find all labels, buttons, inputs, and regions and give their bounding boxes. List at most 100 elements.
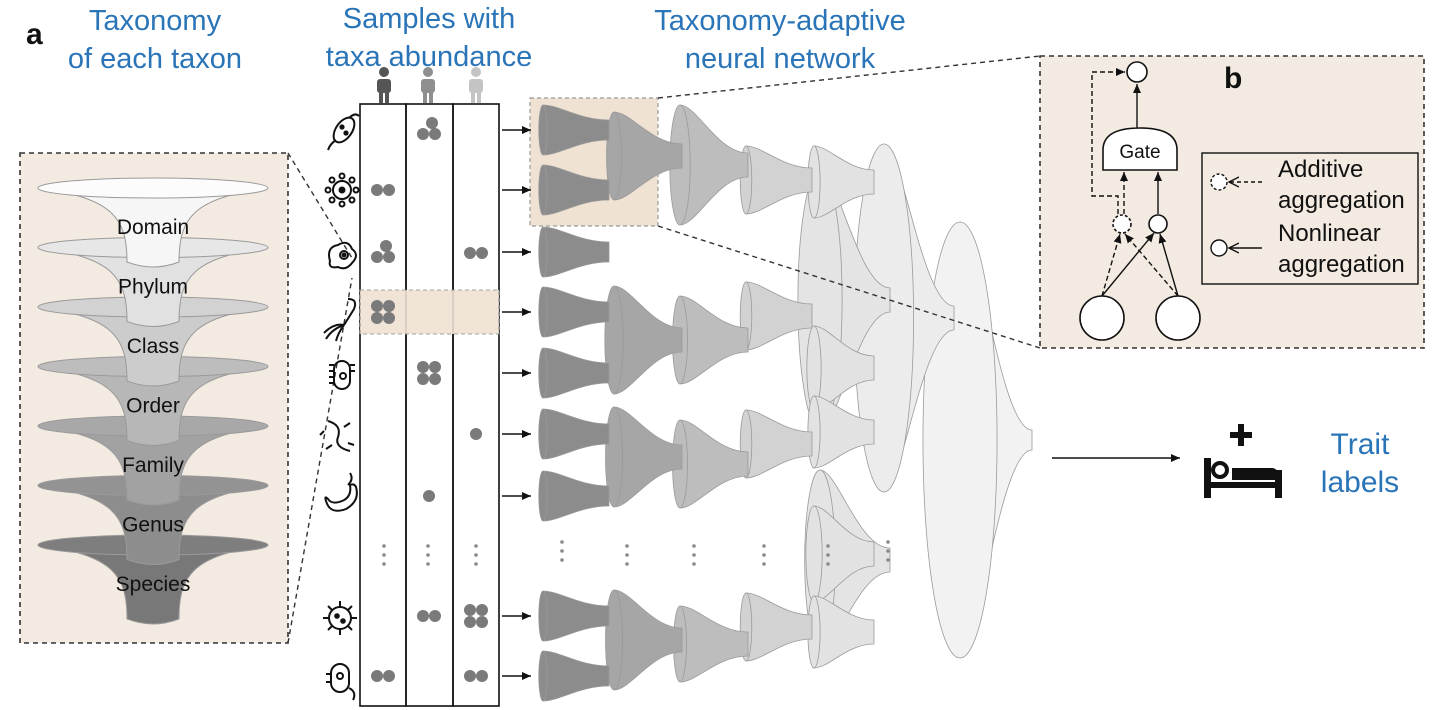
abundance-dot: [464, 616, 476, 628]
abundance-dot: [426, 117, 438, 129]
network-node-species-rim: [538, 408, 548, 460]
abundance-dot: [371, 670, 383, 682]
network-node-level-1: [613, 285, 683, 395]
network-node-level-1-rim: [606, 111, 622, 201]
rod-bacterium-icon: [326, 663, 356, 701]
network-header-line1: Taxonomy-adaptive: [654, 5, 906, 37]
highlighted-taxon-row: [359, 289, 500, 335]
abundance-dot: [383, 670, 395, 682]
abundance-dot: [429, 128, 441, 140]
gate-diagram: [1079, 61, 1201, 341]
spiky-microbe-icon: [323, 601, 357, 635]
abundance-dot: [383, 312, 395, 324]
additive-node: [1112, 214, 1132, 234]
network-node-level-3: [745, 592, 813, 662]
taxonomy-level-genus: Genus: [122, 514, 184, 537]
taxonomy-header: Taxonomy of each taxon: [40, 2, 270, 78]
taxonomy-adaptive-network: [502, 104, 1033, 702]
flagellate-icon: [323, 298, 357, 342]
abundance-dot: [464, 670, 476, 682]
network-node-level-3: [745, 409, 813, 479]
network-node-level-2: [679, 104, 749, 226]
samples-header-line1: Samples with: [342, 3, 516, 35]
ciliate-icon: [329, 360, 355, 390]
network-node-level-2: [679, 419, 749, 509]
network-node-level-1: [613, 589, 683, 691]
taxonomy-funnel-rim: [37, 177, 269, 199]
panel-b-letter: b: [1224, 62, 1243, 95]
network-node-level-1: [613, 111, 683, 201]
taxonomy-level-domain: Domain: [117, 216, 189, 239]
network-node-level-2: [679, 295, 749, 385]
abundance-dot: [383, 251, 395, 263]
taxonomy-funnel: [37, 366, 269, 446]
amoeba-icon: [328, 241, 357, 270]
additive-legend-line1: Additive: [1278, 156, 1364, 183]
taxonomy-level-family: Family: [122, 454, 184, 477]
network-node-level-4b: [813, 145, 875, 219]
abundance-dot: [464, 247, 476, 259]
samples-header: Samples with taxa abundance: [306, 0, 552, 76]
network-node-species: [542, 650, 610, 702]
microbe-icon-column: [319, 113, 360, 701]
network-node-species: [542, 104, 610, 156]
zoom-line-b: [657, 55, 1041, 99]
abundance-dot: [429, 361, 441, 373]
network-node-level-4b: [813, 505, 875, 603]
network-node-level-4b: [813, 395, 875, 469]
person-icon: [421, 67, 435, 103]
abundance-dot: [476, 247, 488, 259]
person-icon: [377, 67, 391, 103]
abundance-dot: [371, 251, 383, 263]
network-node-species-rim: [538, 347, 548, 399]
taxonomy-level-class: Class: [127, 335, 180, 358]
network-node-species: [542, 590, 610, 642]
network-node-species: [542, 226, 610, 278]
virus-icon: [324, 172, 360, 208]
taxonomy-funnel: [37, 306, 269, 387]
zoom-line-b: [657, 225, 1041, 349]
abundance-dot: [464, 604, 476, 616]
trait-labels: Trait labels: [1300, 426, 1420, 502]
network-node-level-2: [679, 605, 749, 683]
sample-ellipsis: [382, 544, 478, 566]
taxonomy-funnel: [37, 187, 269, 268]
taxonomy-level-species: Species: [116, 573, 191, 596]
network-node-species: [542, 408, 610, 460]
taxonomy-funnel: [37, 247, 269, 327]
network-node-species: [542, 164, 610, 216]
abundance-dot: [417, 128, 429, 140]
output-node: [1126, 61, 1148, 83]
abundance-dot: [371, 312, 383, 324]
network-node-species: [542, 347, 610, 399]
network-node-species-rim: [538, 104, 548, 156]
nonlinear-node: [1148, 214, 1168, 234]
abundance-dot: [429, 373, 441, 385]
network-node-species: [542, 286, 610, 338]
taxonomy-header-line2: of each taxon: [67, 43, 243, 75]
vibrio-icon: [324, 472, 358, 512]
bacterium-icon: [327, 113, 360, 151]
network-node-level-4b-rim: [805, 505, 823, 603]
person-icon: [469, 67, 483, 103]
taxonomy-funnel: [37, 544, 269, 625]
network-node-level-1-rim: [605, 589, 623, 691]
trait-labels-line1: Trait: [1330, 428, 1390, 461]
network-header: Taxonomy-adaptive neural network: [630, 2, 930, 78]
abundance-dot: [417, 373, 429, 385]
gate-label: Gate: [1119, 142, 1160, 163]
sample-column-1: [359, 103, 407, 707]
abundance-dot: [476, 616, 488, 628]
network-node-level-1-rim: [604, 285, 624, 395]
abundance-dot: [371, 300, 383, 312]
network-node-level-1-rim: [605, 406, 623, 508]
abundance-dot: [423, 490, 435, 502]
abundance-dot: [383, 184, 395, 196]
additive-legend-icon: [1210, 173, 1228, 191]
abundance-dot: [417, 361, 429, 373]
abundance-dot: [417, 610, 429, 622]
zoom-line: [287, 152, 353, 259]
network-node-species-rim: [538, 650, 548, 702]
